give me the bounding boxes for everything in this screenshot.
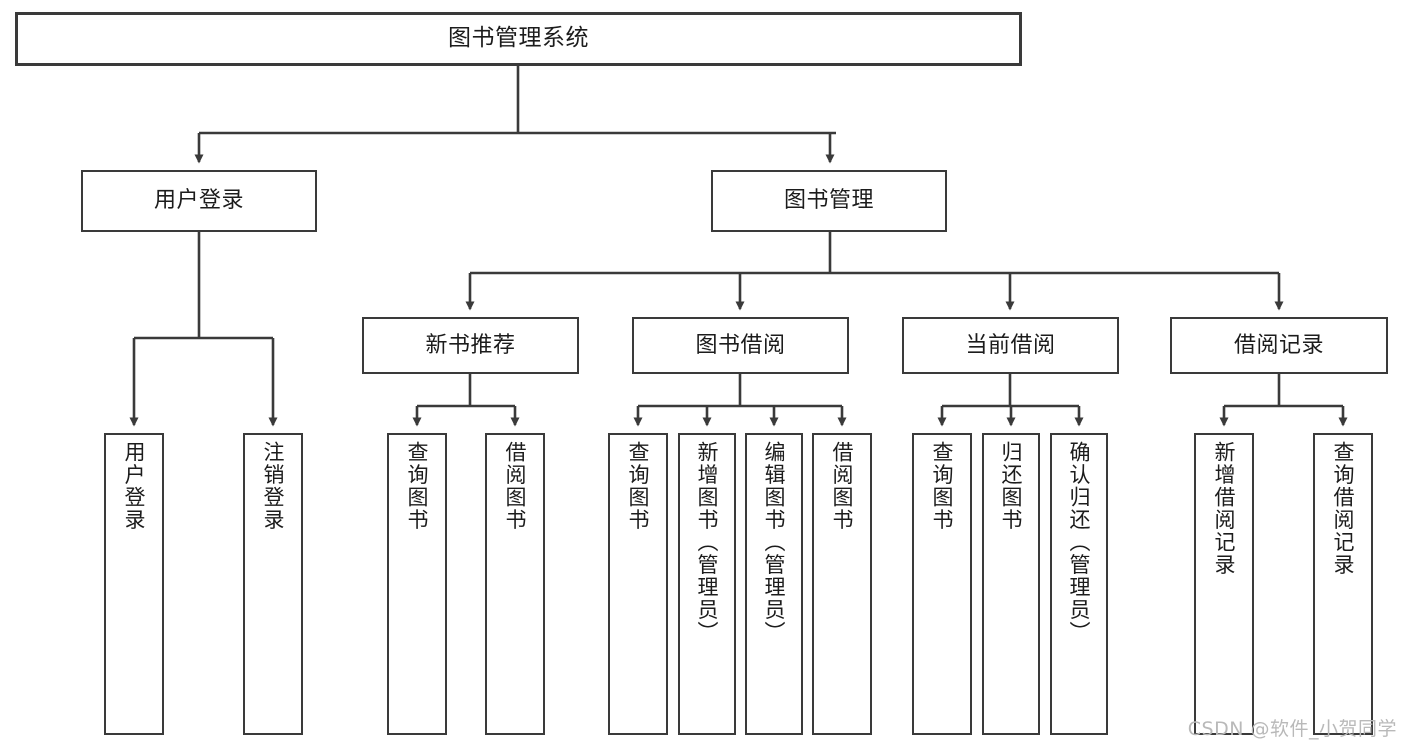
leaf-query-book-recommend[interactable]: 查询图书 [387, 433, 447, 735]
node-user-login[interactable]: 用户登录 [81, 170, 317, 232]
leaf-add-borrow-record[interactable]: 新增借阅记录 [1194, 433, 1254, 735]
leaf-confirm-return-admin[interactable]: 确认归还（管理员） [1050, 433, 1108, 735]
node-label: 借阅图书 [830, 441, 855, 531]
leaf-return-book[interactable]: 归还图书 [982, 433, 1040, 735]
node-label: 查询图书 [405, 441, 430, 531]
leaf-query-book-borrow[interactable]: 查询图书 [608, 433, 668, 735]
node-book-borrow[interactable]: 图书借阅 [632, 317, 849, 374]
node-label: 确认归还（管理员） [1067, 441, 1092, 644]
node-label: 查询图书 [930, 441, 955, 531]
node-root-system[interactable]: 图书管理系统 [15, 12, 1022, 66]
node-label: 注销登录 [261, 441, 286, 531]
node-label: 查询图书 [626, 441, 651, 531]
node-borrow-records[interactable]: 借阅记录 [1170, 317, 1388, 374]
node-label: 新增借阅记录 [1212, 441, 1237, 576]
node-label: 归还图书 [999, 441, 1024, 531]
node-book-management[interactable]: 图书管理 [711, 170, 947, 232]
leaf-query-book-current[interactable]: 查询图书 [912, 433, 972, 735]
node-label: 新增图书（管理员） [695, 441, 720, 644]
csdn-watermark: CSDN @软件_小贺同学 [1187, 718, 1397, 740]
leaf-add-book-admin[interactable]: 新增图书（管理员） [678, 433, 736, 735]
node-new-book-recommend[interactable]: 新书推荐 [362, 317, 579, 374]
node-label: 用户登录 [153, 188, 244, 214]
leaf-borrow-book[interactable]: 借阅图书 [812, 433, 872, 735]
node-label: 借阅记录 [1233, 332, 1324, 358]
node-label: 当前借阅 [965, 332, 1056, 358]
node-label: 借阅图书 [503, 441, 528, 531]
node-label: 图书借阅 [695, 332, 786, 358]
leaf-query-borrow-record[interactable]: 查询借阅记录 [1313, 433, 1373, 735]
leaf-edit-book-admin[interactable]: 编辑图书（管理员） [745, 433, 803, 735]
node-label: 查询借阅记录 [1331, 441, 1356, 576]
node-label: 用户登录 [122, 441, 147, 531]
node-current-borrow[interactable]: 当前借阅 [902, 317, 1119, 374]
node-label: 编辑图书（管理员） [762, 441, 787, 644]
node-label: 新书推荐 [425, 332, 516, 358]
node-label: 图书管理 [783, 188, 874, 214]
node-label: 图书管理系统 [448, 25, 589, 52]
leaf-borrow-book-recommend[interactable]: 借阅图书 [485, 433, 545, 735]
leaf-logout[interactable]: 注销登录 [243, 433, 303, 735]
leaf-user-login[interactable]: 用户登录 [104, 433, 164, 735]
